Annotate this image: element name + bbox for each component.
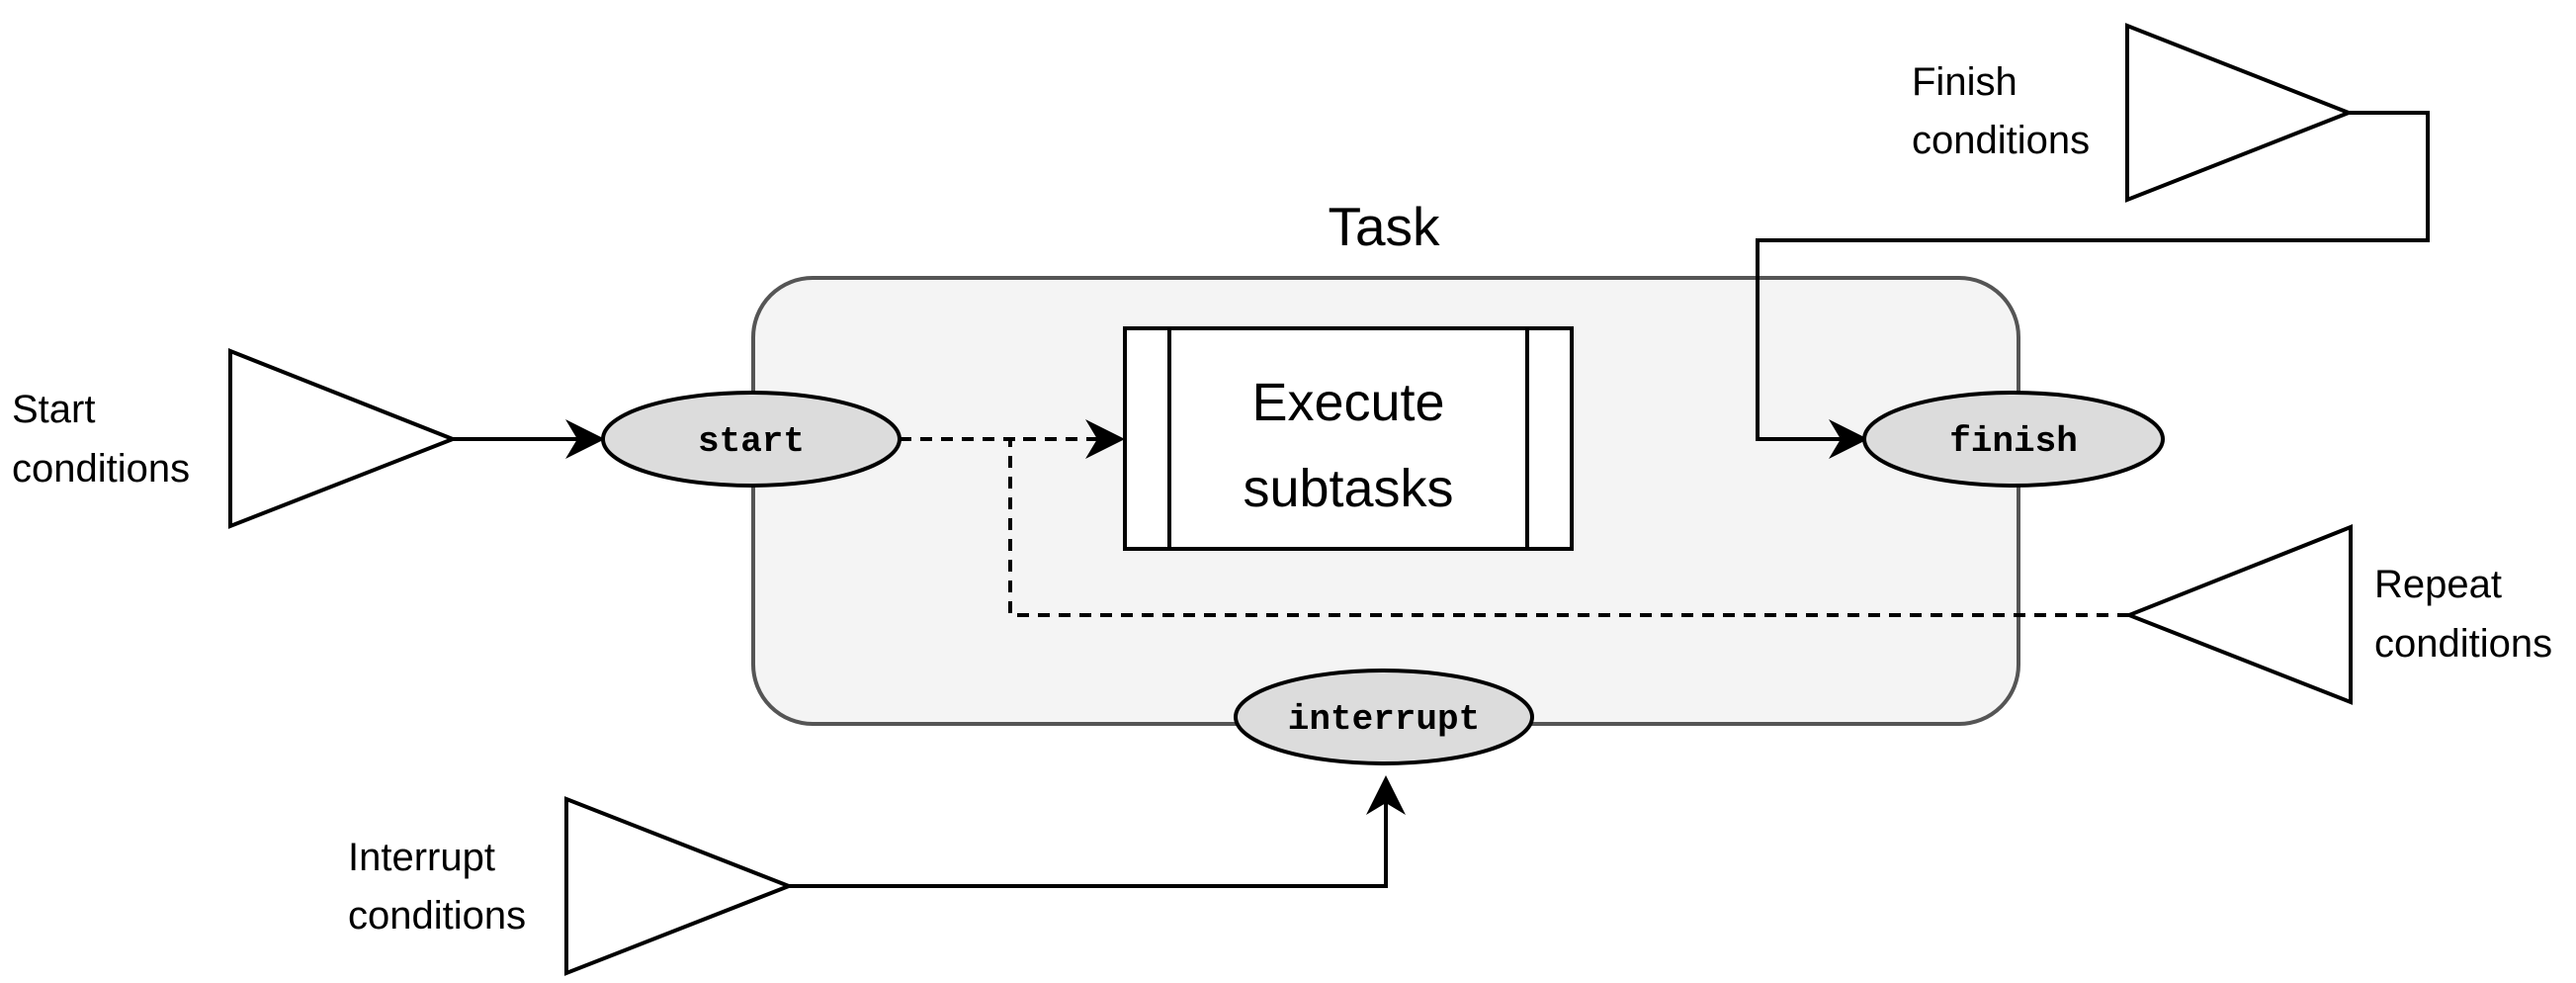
start-node: start: [601, 391, 902, 488]
repeat-conditions-triangle: [2123, 524, 2353, 705]
start-conditions-label-line-1: Start: [12, 388, 95, 431]
interrupt-node: interrupt: [1234, 669, 1534, 765]
finish-conditions-label-line-1: Finish: [1912, 60, 2018, 104]
repeat-conditions-label-line-2: conditions: [2374, 622, 2552, 666]
repeat-conditions-label-line-1: Repeat: [2374, 563, 2502, 606]
interrupt-conditions-triangle: [564, 796, 795, 976]
execute-subtasks-line-1: Execute: [1251, 373, 1444, 432]
finish-conditions-label-line-2: conditions: [1912, 119, 2090, 162]
interrupt-conditions-label-line-2: conditions: [348, 894, 526, 938]
finish-node: finish: [1862, 391, 2165, 488]
repeat-conditions-connector: [1008, 437, 2129, 617]
start-conditions-label-line-2: conditions: [12, 447, 190, 491]
task-title: Task: [1328, 196, 1440, 257]
start-conditions-triangle: [228, 348, 459, 529]
interrupt-conditions-connector: [789, 775, 1406, 888]
finish-node-label: finish: [1949, 421, 2078, 462]
finish-conditions-connector: [1756, 111, 2430, 459]
execute-subtasks-line-2: subtasks: [1243, 459, 1453, 518]
interrupt-node-label: interrupt: [1288, 699, 1480, 740]
finish-conditions-triangle: [2125, 23, 2355, 203]
interrupt-conditions-label-line-1: Interrupt: [348, 836, 495, 879]
execute-subtasks-box: Execute subtasks: [1123, 326, 1574, 551]
start-node-label: start: [698, 421, 805, 462]
